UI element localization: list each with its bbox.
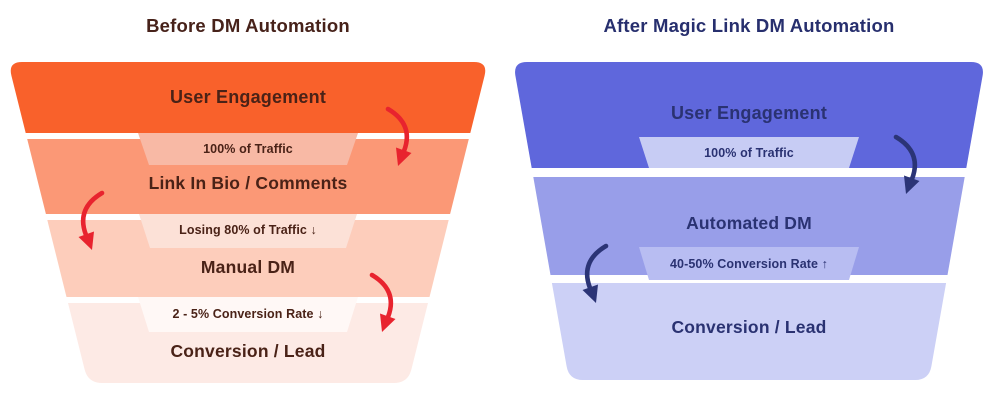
funnel-tab-shape: [138, 297, 358, 332]
segment-label-user-engagement: User Engagement: [670, 102, 828, 123]
funnel-before: User Engagement 100% of Traffic Link In …: [8, 62, 488, 383]
curved-arrow-icon: [385, 106, 412, 166]
after-panel-title: After Magic Link DM Automation: [603, 15, 895, 36]
curved-arrow-icon: [893, 134, 920, 194]
funnel-tab-shape: [639, 247, 859, 280]
tab-label-40-50-conversion: 40-50% Conversion Rate ↑: [669, 256, 828, 271]
before-panel-title: Before DM Automation: [146, 15, 350, 36]
curved-arrow-icon: [78, 190, 105, 250]
tab-label-losing-80: Losing 80% of Traffic ↓: [179, 223, 317, 237]
funnel-tab-shape: [639, 137, 859, 168]
segment-label-conversion-lead: Conversion / Lead: [170, 340, 326, 361]
curved-arrow-icon: [369, 272, 396, 332]
funnel-after-shapes: [515, 62, 983, 380]
tab-label-100-traffic: 100% of Traffic: [704, 145, 794, 160]
segment-label-conversion-lead: Conversion / Lead: [671, 316, 827, 337]
curved-arrow-icon: [582, 243, 609, 303]
segment-label-automated-dm: Automated DM: [686, 212, 812, 233]
funnel-segment-shape: [27, 139, 469, 214]
segment-label-link-in-bio: Link In Bio / Comments: [148, 172, 348, 193]
tab-label-2-5-conversion: 2 - 5% Conversion Rate ↓: [172, 307, 324, 321]
funnel-segment-shape: [551, 283, 947, 380]
tab-label-100-traffic: 100% of Traffic: [203, 142, 293, 156]
funnel-segment-shape: [10, 62, 486, 133]
segment-label-manual-dm: Manual DM: [200, 256, 296, 277]
funnel-tab-shape: [138, 133, 358, 165]
funnel-before-shapes: [10, 62, 486, 383]
funnel-segment-shape: [515, 62, 983, 168]
funnel-after: User Engagement 100% of Traffic Automate…: [513, 62, 985, 380]
segment-label-user-engagement: User Engagement: [169, 86, 327, 107]
funnel-tab-shape: [139, 214, 357, 248]
